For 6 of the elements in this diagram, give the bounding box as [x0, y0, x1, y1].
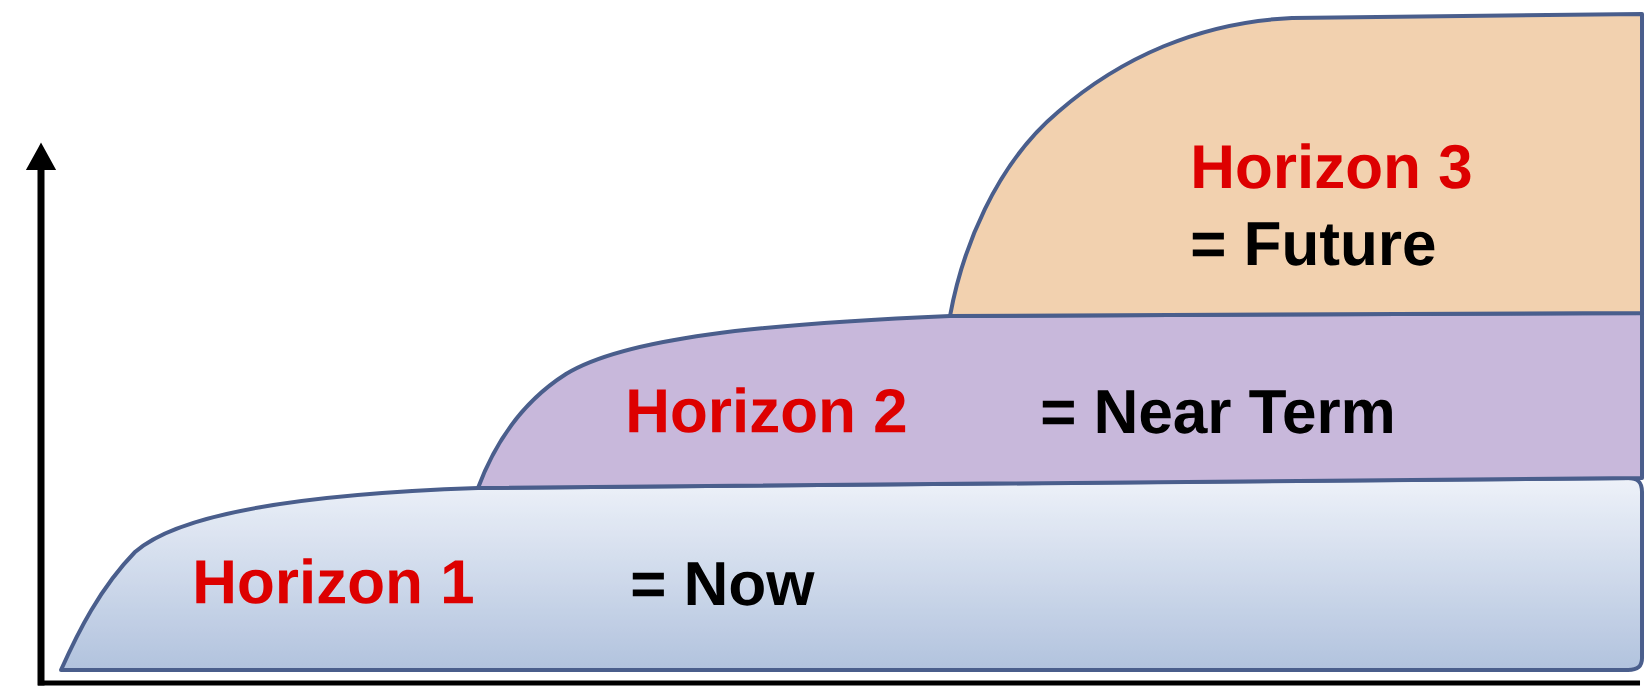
band-title: Horizon 2 [629, 387, 906, 433]
band-description: = Future [1192, 222, 1435, 266]
band-description: = Now [632, 562, 815, 606]
band-title: Horizon 3 [1194, 143, 1471, 189]
band-title: Horizon 1 [196, 558, 473, 604]
band-description: = Near Term [1042, 390, 1392, 434]
